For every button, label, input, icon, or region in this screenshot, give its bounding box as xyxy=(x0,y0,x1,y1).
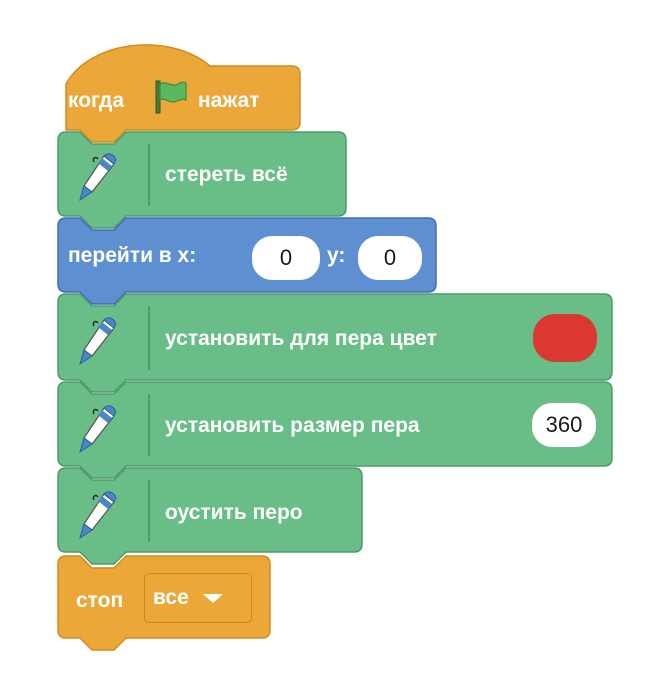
set-pen-size-label: установить размер пера xyxy=(165,414,420,437)
stop-option-dropdown[interactable]: все xyxy=(144,573,252,623)
pen-size-input[interactable]: 360 xyxy=(532,403,596,447)
x-input[interactable]: 0 xyxy=(252,236,320,280)
block-separator xyxy=(148,394,150,456)
pen-icon xyxy=(79,405,117,454)
pen-icon xyxy=(79,153,117,202)
block-separator xyxy=(148,144,150,206)
stop-label: стоп xyxy=(76,589,124,612)
pen-icon xyxy=(79,317,117,366)
goto-block-shape xyxy=(57,217,437,305)
stop-option-value: все xyxy=(153,586,189,609)
pen-down-label: оустить перо xyxy=(165,501,303,524)
y-label: у: xyxy=(327,244,346,267)
set-pen-color-label: установить для пера цвет xyxy=(165,327,437,350)
pen-icon xyxy=(79,491,117,540)
pen-down-block-shape xyxy=(57,467,363,565)
clear-block-shape xyxy=(57,131,347,229)
green-flag-icon xyxy=(155,80,187,114)
clear-all-label: стереть всё xyxy=(165,163,288,186)
chevron-down-icon xyxy=(202,593,223,603)
goto-label: перейти в x: xyxy=(68,244,197,267)
pen-color-swatch[interactable] xyxy=(533,314,597,362)
block-separator xyxy=(148,480,150,542)
set-color-block-shape xyxy=(57,293,613,393)
set-size-block-shape xyxy=(57,381,613,479)
y-input[interactable]: 0 xyxy=(358,236,422,280)
hat-suffix-label: нажат xyxy=(198,89,260,112)
hat-prefix-label: когда xyxy=(68,89,125,112)
block-separator xyxy=(148,306,150,370)
